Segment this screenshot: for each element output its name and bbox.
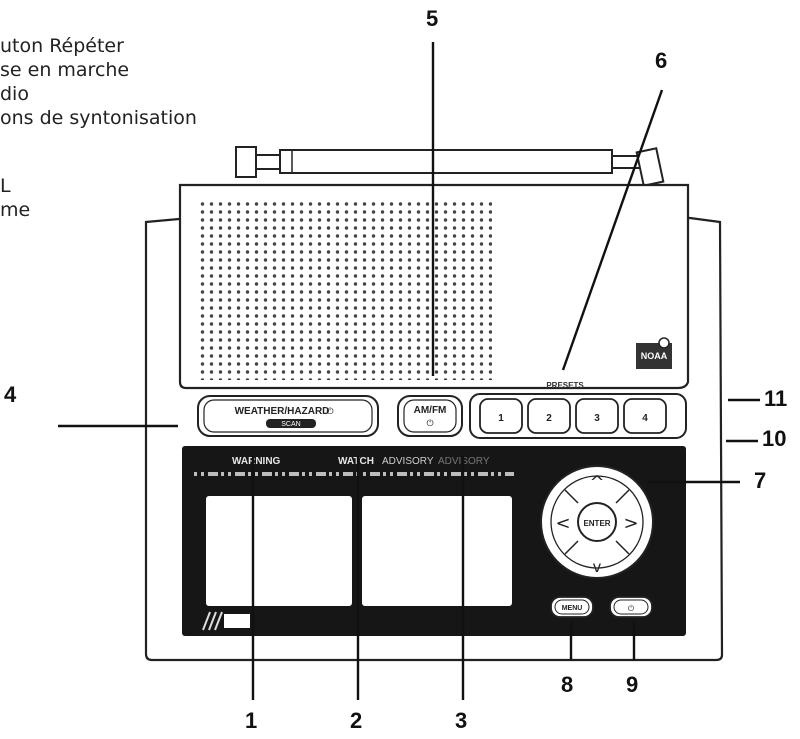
preset-button-3[interactable]: 3 [575, 398, 619, 434]
logo-mark [202, 611, 250, 631]
down-arrow-icon[interactable]: v [593, 558, 602, 576]
direction-pad: ENTER ^ v < > [540, 465, 654, 579]
weather-hazard-label: WEATHER/HAZARD [235, 406, 330, 417]
callout-1: 1 [245, 708, 258, 733]
svg-text:2: 2 [546, 413, 552, 424]
legend-item-power: se en marche [0, 59, 130, 81]
svg-text:4: 4 [642, 413, 648, 424]
preset-button-1[interactable]: 1 [479, 398, 523, 434]
menu-button[interactable]: MENU [550, 596, 594, 618]
callout-lines [58, 42, 760, 700]
legend-item-me: me [0, 199, 31, 221]
power-icon: ⏻ [426, 418, 433, 429]
callout-4: 4 [4, 382, 17, 407]
right-arrow-icon[interactable]: > [623, 513, 638, 534]
weather-scan-label: SCAN [281, 421, 300, 428]
preset-button-4[interactable]: 4 [623, 398, 667, 434]
watch-indicator: WATCH [338, 456, 374, 467]
enter-button[interactable]: ENTER [583, 519, 610, 528]
callout-8: 8 [561, 672, 574, 697]
weather-hazard-button[interactable]: WEATHER/HAZARD ⏻ SCAN [197, 395, 379, 437]
advisory-indicator: ADVISORY [382, 456, 434, 467]
legend-item-tuning: ons de syntonisation [0, 107, 197, 129]
lcd-segment-right [362, 496, 512, 606]
noaa-badge-text: NOAA [641, 351, 668, 361]
power-icon: ⏻ [326, 406, 333, 417]
am-fm-button[interactable]: AM/FM ⏻ [397, 395, 463, 437]
callout-10: 10 [762, 426, 787, 451]
callout-6: 6 [655, 48, 668, 73]
speaker-grille [200, 200, 492, 380]
legend-item-l: L [0, 175, 11, 197]
legend-item-radio: dio [0, 83, 29, 105]
am-fm-label: AM/FM [414, 405, 447, 416]
callout-3: 3 [455, 708, 468, 733]
legend-item-repeat: uton Répéter [0, 35, 124, 57]
up-arrow-icon[interactable]: ^ [589, 472, 604, 493]
callout-5: 5 [426, 6, 439, 31]
callout-9: 9 [626, 672, 639, 697]
svg-text:MENU: MENU [562, 605, 583, 612]
callout-11: 11 [764, 386, 788, 411]
warning-indicator: WARNING [232, 456, 281, 467]
power-icon: ⏻ [628, 604, 635, 613]
svg-text:3: 3 [594, 413, 600, 424]
callout-7: 7 [754, 468, 767, 493]
preset-button-2[interactable]: 2 [527, 398, 571, 434]
left-arrow-icon[interactable]: < [555, 513, 570, 534]
power-button[interactable]: ⏻ [609, 596, 653, 618]
noaa-badge: NOAA [636, 337, 672, 369]
presets-label: PRESETS [546, 381, 584, 390]
lcd-segment-left [206, 496, 352, 606]
callout-2: 2 [350, 708, 363, 733]
svg-text:1: 1 [498, 413, 504, 424]
legend: uton Répéter se en marche dio ons de syn… [0, 34, 197, 222]
antenna [235, 146, 665, 187]
